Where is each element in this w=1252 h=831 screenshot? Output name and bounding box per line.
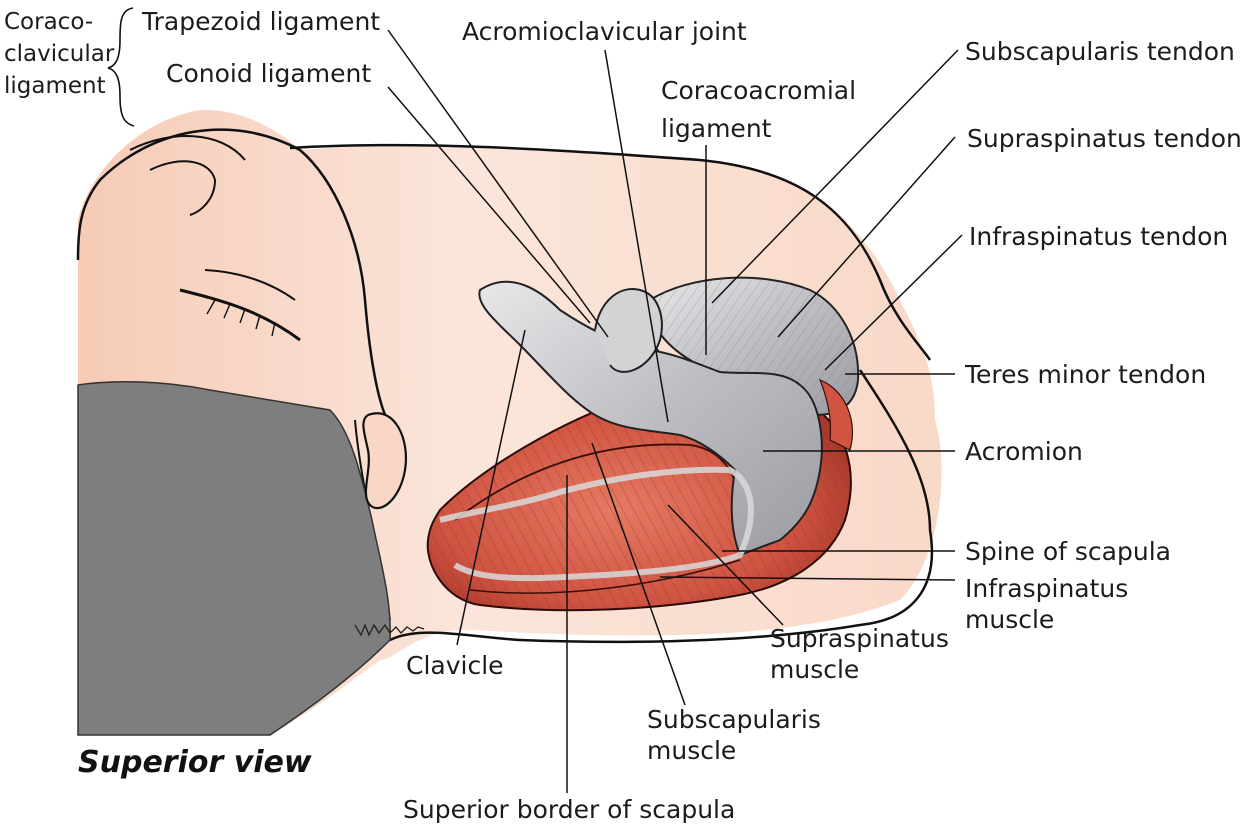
label-clavicle: Clavicle [406, 651, 504, 680]
label-infraspinatus-muscle: Infraspinatus muscle [965, 574, 1129, 634]
label-conoid-ligament: Conoid ligament [166, 59, 372, 88]
clavicle-acromion [439, 280, 823, 582]
brace-mark [107, 7, 135, 127]
signature-mark [354, 623, 425, 637]
label-trapezoid-ligament: Trapezoid ligament [142, 7, 381, 36]
label-coracoacromial-ligament: Coracoacromial ligament [661, 76, 857, 143]
label-acromioclavicular-joint: Acromioclavicular joint [462, 17, 747, 46]
hair [77, 380, 391, 736]
label-spine-of-scapula: Spine of scapula [965, 537, 1171, 566]
view-title: Superior view [78, 745, 312, 780]
label-coracoclavicular-ligament: Coraco- clavicular ligament [4, 9, 115, 99]
label-infraspinatus-tendon: Infraspinatus tendon [969, 222, 1229, 251]
label-subscapularis-tendon: Subscapularis tendon [965, 37, 1235, 66]
eye-closed-icon [179, 269, 301, 342]
leader-lines [387, 29, 963, 793]
label-subscapularis-muscle: Subscapularis muscle [647, 705, 821, 765]
label-teres-minor-tendon: Teres minor tendon [965, 360, 1207, 389]
ear [362, 412, 408, 510]
label-acromion: Acromion [965, 437, 1083, 466]
label-supraspinatus-tendon: Supraspinatus tendon [967, 124, 1242, 153]
label-supraspinatus-muscle: Supraspinatus muscle [770, 624, 949, 684]
label-superior-border-of-scapula: Superior border of scapula [403, 795, 736, 824]
